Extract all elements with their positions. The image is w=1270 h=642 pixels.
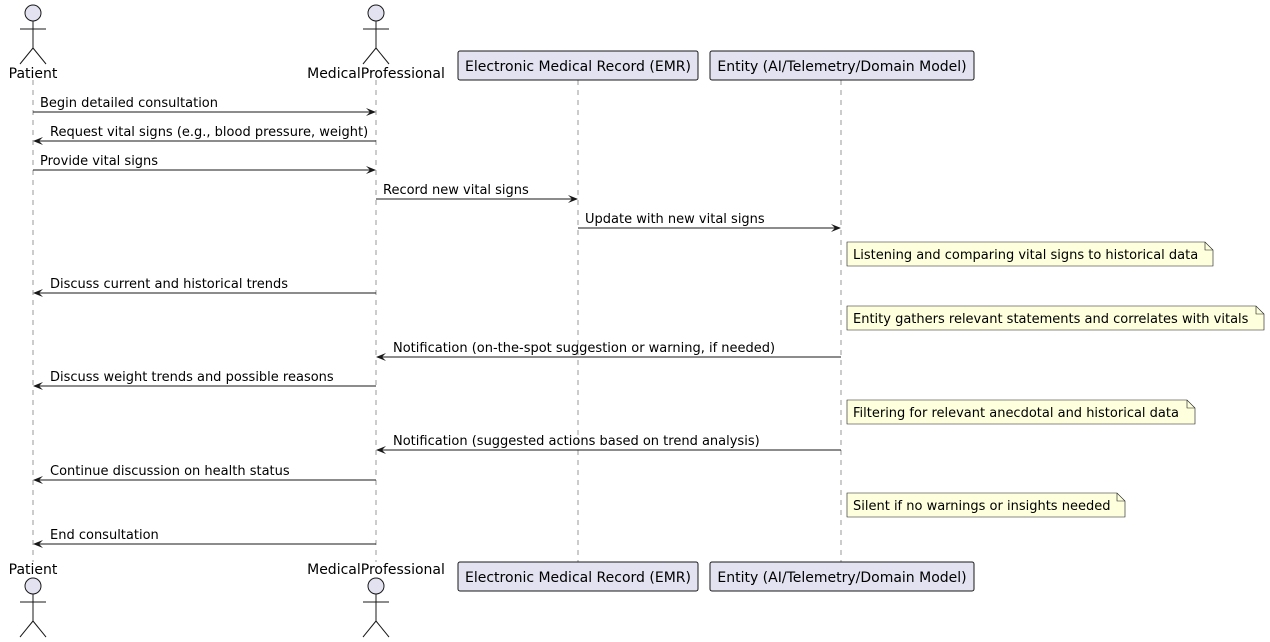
note-box [846, 241, 1214, 267]
message-label: Notification (on-the-spot suggestion or … [393, 341, 775, 356]
message-1: Request vital signs (e.g., blood pressur… [33, 125, 376, 145]
note-fold-icon [1116, 493, 1125, 502]
message-label: Record new vital signs [383, 183, 529, 198]
message-label: Continue discussion on health status [50, 464, 290, 479]
message-11: Notification (suggested actions based on… [376, 434, 841, 454]
message-label: Notification (suggested actions based on… [393, 434, 760, 449]
arrowhead-icon [33, 382, 43, 390]
note-5: Listening and comparing vital signs to h… [846, 241, 1214, 267]
message-label: Request vital signs (e.g., blood pressur… [50, 125, 368, 140]
message-6: Discuss current and historical trends [33, 277, 376, 297]
arrowhead-icon [376, 446, 386, 454]
arrowhead-icon [33, 540, 43, 548]
participant-label-emr-top: Electronic Medical Record (EMR) [465, 59, 691, 75]
arrowhead-icon [831, 224, 841, 232]
note-fold-icon [1255, 306, 1264, 315]
actor-icon-patient-top [19, 4, 47, 65]
actor-label-medpro-bottom: MedicalProfessional [307, 562, 445, 578]
actor-icon-medpro-bottom [362, 577, 390, 638]
message-label: Update with new vital signs [585, 212, 765, 227]
actor-label-patient-top: Patient [9, 66, 58, 82]
participant-box-emr-bottom [457, 561, 699, 592]
note-label: Entity gathers relevant statements and c… [853, 312, 1249, 327]
arrowhead-icon [568, 195, 578, 203]
message-14: End consultation [33, 528, 376, 548]
message-4: Update with new vital signs [578, 212, 841, 232]
arrowhead-icon [33, 476, 43, 484]
actor-label-medpro-top: MedicalProfessional [307, 66, 445, 82]
note-box [846, 305, 1265, 331]
note-label: Listening and comparing vital signs to h… [853, 248, 1198, 263]
note-13: Silent if no warnings or insights needed [846, 492, 1126, 518]
message-label: Discuss current and historical trends [50, 277, 288, 292]
participant-label-entity-bottom: Entity (AI/Telemetry/Domain Model) [717, 570, 966, 586]
note-10: Filtering for relevant anecdotal and his… [846, 399, 1196, 425]
note-7: Entity gathers relevant statements and c… [846, 305, 1265, 331]
message-0: Begin detailed consultation [33, 96, 376, 116]
message-label: Provide vital signs [40, 154, 158, 169]
note-label: Filtering for relevant anecdotal and his… [853, 406, 1179, 421]
participant-label-entity-top: Entity (AI/Telemetry/Domain Model) [717, 59, 966, 75]
arrowhead-icon [33, 289, 43, 297]
note-box [846, 399, 1196, 425]
participant-box-entity-top [709, 50, 975, 81]
message-2: Provide vital signs [33, 154, 376, 174]
message-12: Continue discussion on health status [33, 464, 376, 484]
message-label: Begin detailed consultation [40, 96, 218, 111]
actor-label-patient-bottom: Patient [9, 562, 58, 578]
note-box [846, 492, 1126, 518]
arrowhead-icon [33, 137, 43, 145]
note-fold-icon [1204, 242, 1213, 251]
message-3: Record new vital signs [376, 183, 578, 203]
participant-box-entity-bottom [709, 561, 975, 592]
arrowhead-icon [366, 108, 376, 116]
note-fold-icon [1186, 400, 1195, 409]
participant-label-emr-bottom: Electronic Medical Record (EMR) [465, 570, 691, 586]
actor-icon-medpro-top [362, 4, 390, 65]
message-9: Discuss weight trends and possible reaso… [33, 370, 376, 390]
message-8: Notification (on-the-spot suggestion or … [376, 341, 841, 361]
note-label: Silent if no warnings or insights needed [853, 499, 1110, 514]
actor-icon-patient-bottom [19, 577, 47, 638]
participant-box-emr-top [457, 50, 699, 81]
arrowhead-icon [366, 166, 376, 174]
message-label: Discuss weight trends and possible reaso… [50, 370, 334, 385]
arrowhead-icon [376, 353, 386, 361]
message-label: End consultation [50, 528, 159, 543]
